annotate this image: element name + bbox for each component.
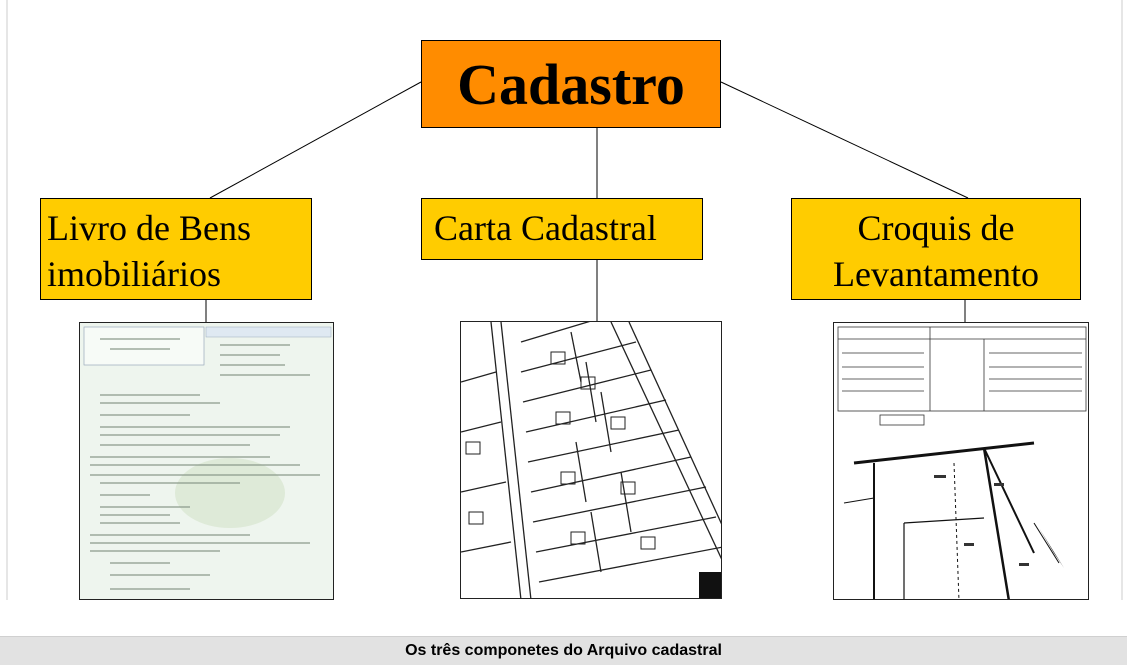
node-label-line1: Livro de Bens [47,208,251,248]
figure-caption: Os três componetes do Arquivo cadastral [0,636,1127,665]
node-label-line2: Levantamento [833,254,1039,294]
caption-text: Os três componetes do Arquivo cadastral [405,642,722,659]
map-scan-graphic [461,322,721,598]
node-croquis-de-levantamento: Croquis de Levantamento [791,198,1081,300]
root-node: Cadastro [421,40,721,128]
connector-root-right [720,81,969,199]
right-border [1121,0,1123,600]
sketch-scan-graphic [834,323,1088,599]
node-label-line2: imobiliários [47,254,221,294]
document-scan-graphic [80,323,333,599]
node-livro-de-bens: Livro de Bens imobiliários [40,198,312,300]
node-label-line1: Carta Cadastral [434,208,657,248]
node-label-line1: Croquis de [857,208,1015,248]
left-border [6,0,8,600]
land-register-book-image [79,322,334,600]
connector-lines [205,81,969,322]
node-carta-cadastral: Carta Cadastral [421,198,703,260]
root-label: Cadastro [457,51,685,117]
cadastral-map-image [460,321,722,599]
connector-root-left [209,81,422,199]
survey-sketch-image [833,322,1089,600]
